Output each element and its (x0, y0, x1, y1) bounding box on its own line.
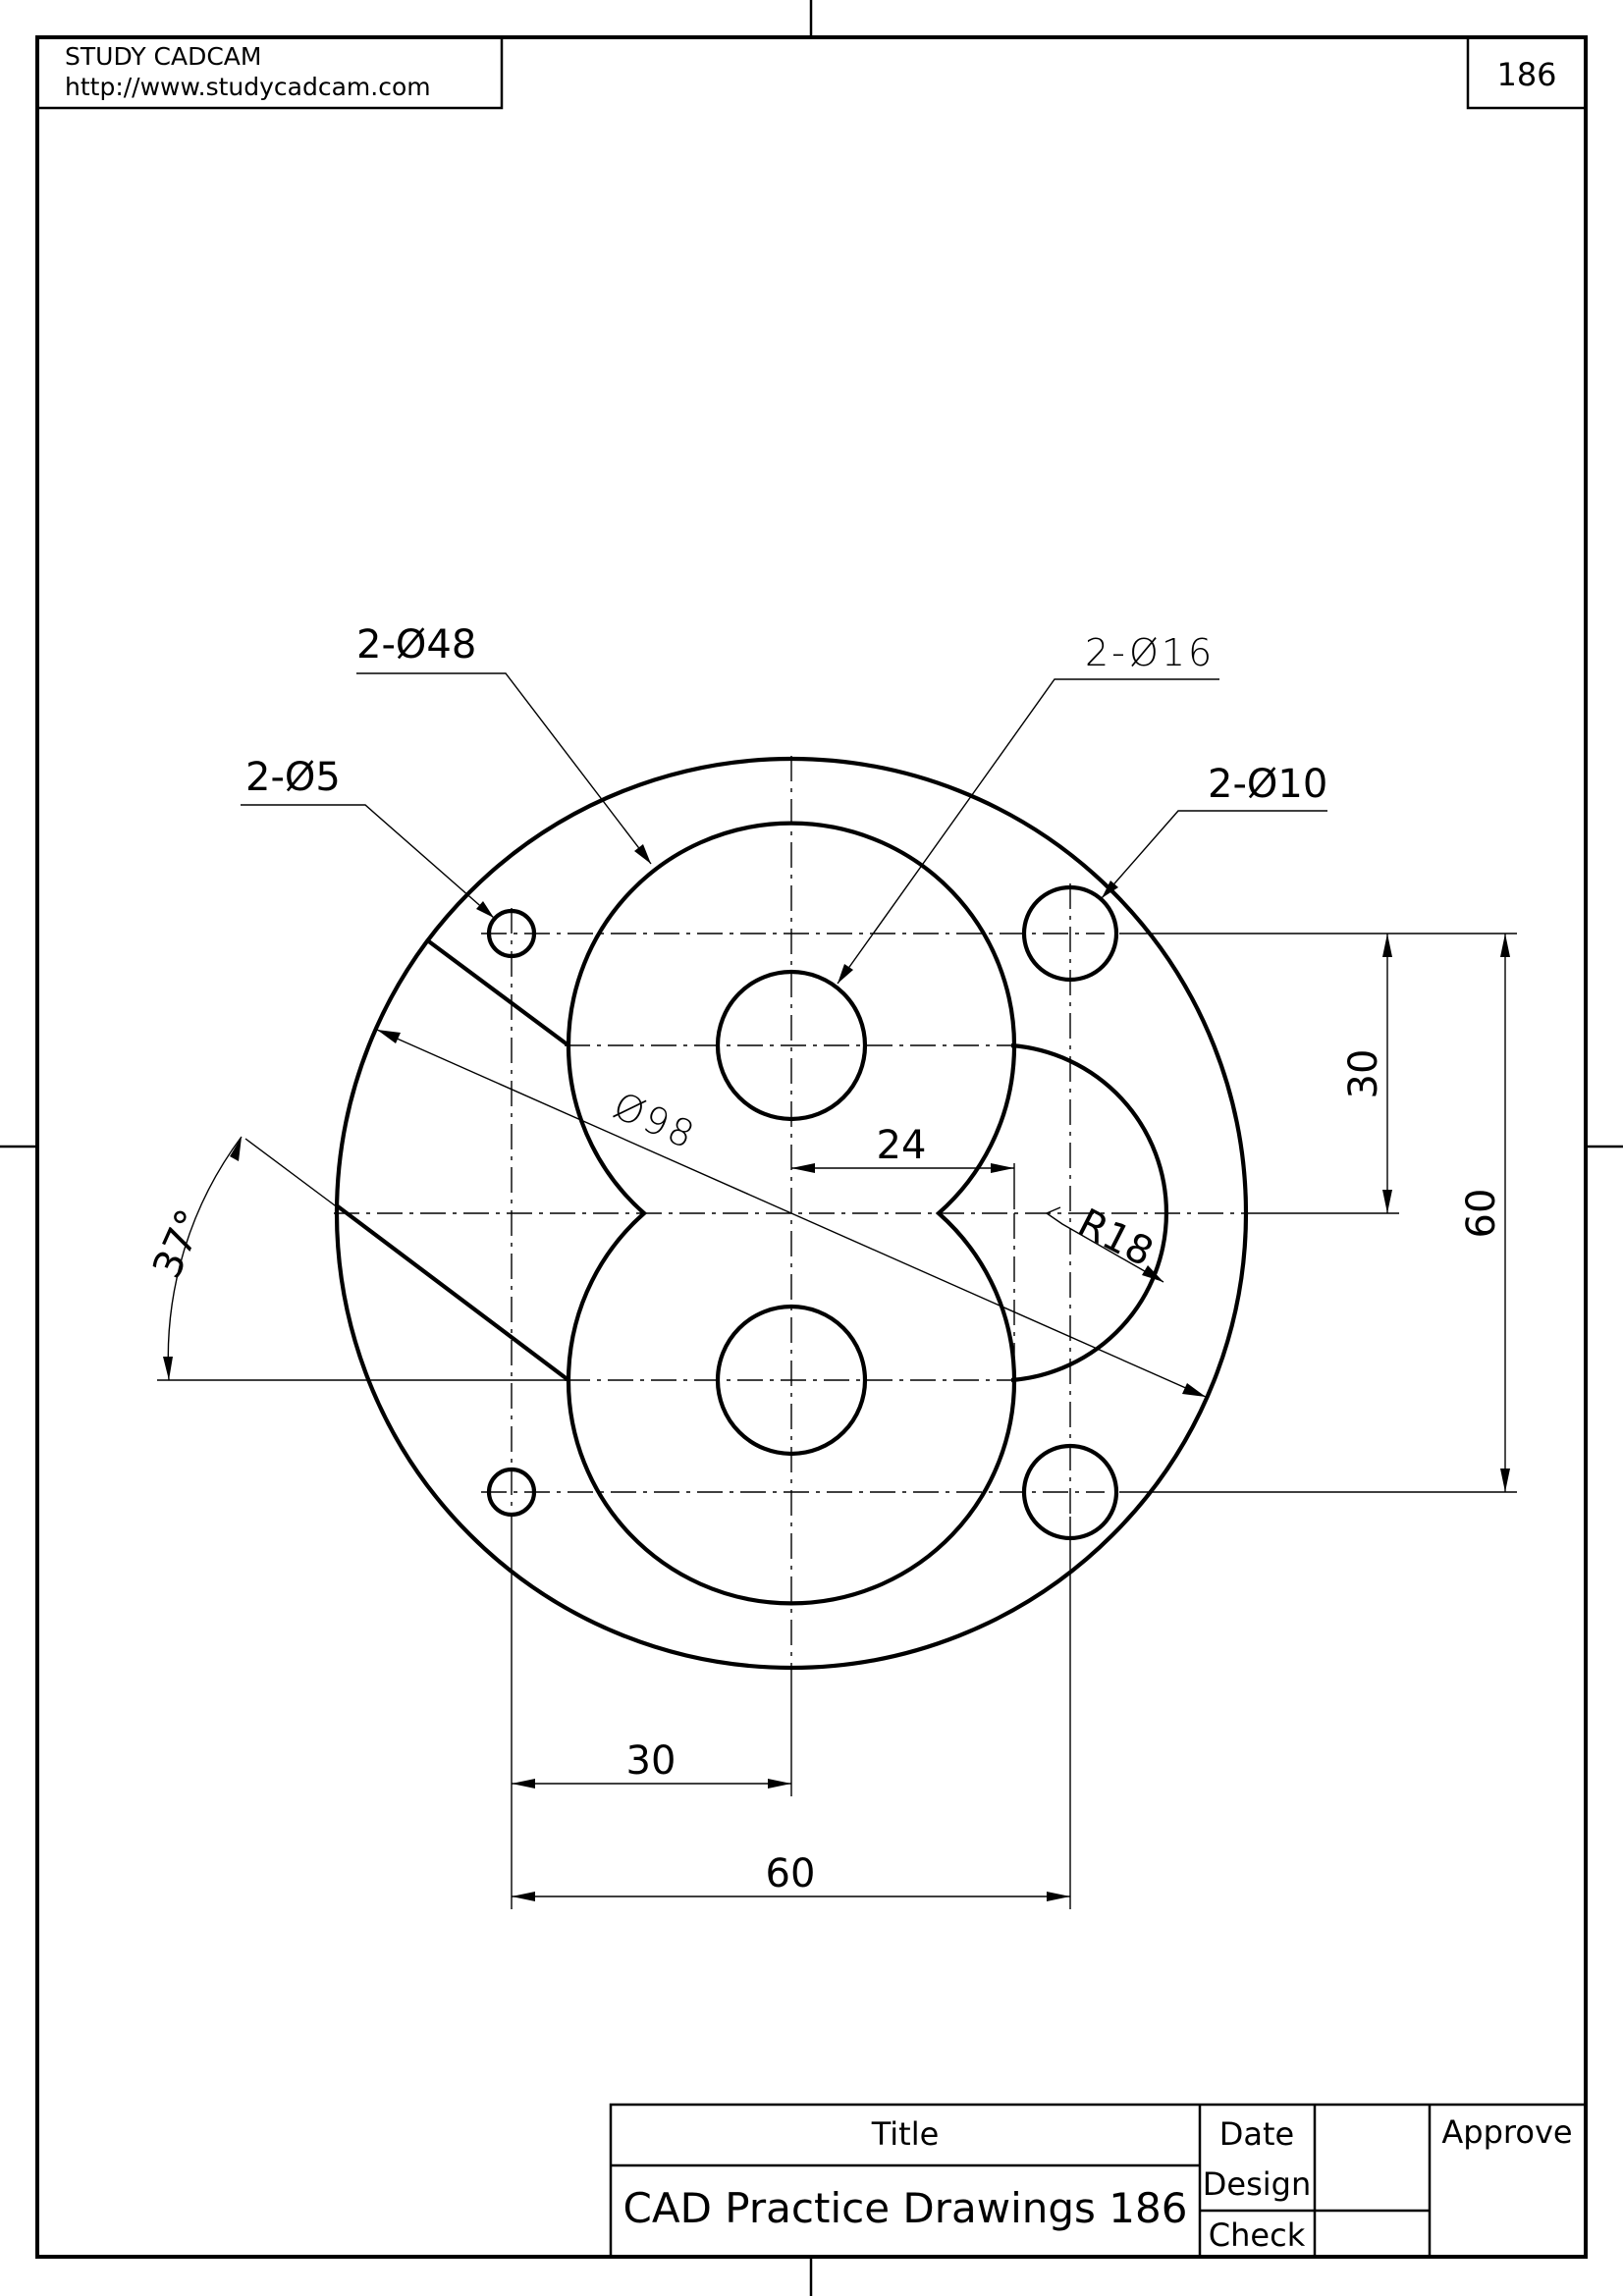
drawing-border (35, 35, 1588, 2259)
dim-text-horizontal-60: 60 (766, 1851, 816, 1896)
dim-2-dia16: 2-Ø16 (837, 631, 1219, 985)
lower-hole-5 (486, 1467, 537, 1518)
outer-circle (334, 756, 1249, 1671)
company-header: STUDY CADCAM http://www.studycadcam.com (35, 35, 504, 110)
dim-text-horizontal-30: 30 (626, 1738, 676, 1784)
check-label: Check (1209, 2216, 1306, 2254)
dim-vertical-30: 30 (1119, 933, 1517, 1214)
dim-2-dia5: 2-Ø5 (241, 755, 495, 919)
dim-text-vertical-60: 60 (1459, 1189, 1504, 1239)
company-url: http://www.studycadcam.com (65, 73, 431, 101)
dim-text-24: 24 (877, 1123, 927, 1168)
company-name: STUDY CADCAM (65, 42, 261, 71)
dim-horizontal-60: 60 (512, 1517, 1071, 1909)
dim-vertical-60: 60 (1119, 934, 1517, 1493)
upper-hole-5 (486, 908, 537, 959)
dim-2-dia48: 2-Ø48 (356, 622, 652, 865)
dim-text-2-dia16: 2-Ø16 (1085, 631, 1215, 674)
dim-24: 24 (791, 1123, 1015, 1209)
sheet-number: 186 (1496, 56, 1556, 93)
dim-text-2-dia10: 2-Ø10 (1208, 762, 1327, 807)
sheet-number-box: 186 (1466, 35, 1588, 110)
approve-label: Approve (1441, 2113, 1572, 2151)
dim-text-2-dia5: 2-Ø5 (245, 755, 341, 800)
dim-text-angle-37: 37° (144, 1203, 214, 1285)
lower-hole-16 (715, 1304, 868, 1457)
figure-eight-profile (566, 821, 1017, 1606)
center-lines (334, 756, 1247, 1669)
part-geometry (334, 756, 1249, 1671)
dim-text-vertical-30: 30 (1341, 1049, 1386, 1099)
dim-horizontal-30: 30 (511, 1517, 792, 1909)
title-label: Title (871, 2115, 940, 2153)
upper-hole-10 (1021, 884, 1119, 983)
dim-text-r18: R18 (1070, 1201, 1160, 1276)
dim-2-dia10: 2-Ø10 (1101, 762, 1327, 899)
lower-slot-line (336, 1204, 570, 1382)
dim-text-dia98: Ø98 (607, 1084, 703, 1158)
r18-lobe (1010, 1042, 1168, 1383)
upper-slot-line (424, 937, 570, 1047)
dim-text-2-dia48: 2-Ø48 (356, 622, 476, 667)
drawing-title: CAD Practice Drawings 186 (623, 2184, 1188, 2232)
dim-angle-37: 37° (144, 1136, 568, 1381)
upper-hole-16 (715, 969, 868, 1122)
design-label: Design (1203, 2165, 1311, 2203)
title-block: Title Date Approve CAD Practice Drawings… (609, 2103, 1588, 2259)
date-label: Date (1219, 2115, 1294, 2153)
